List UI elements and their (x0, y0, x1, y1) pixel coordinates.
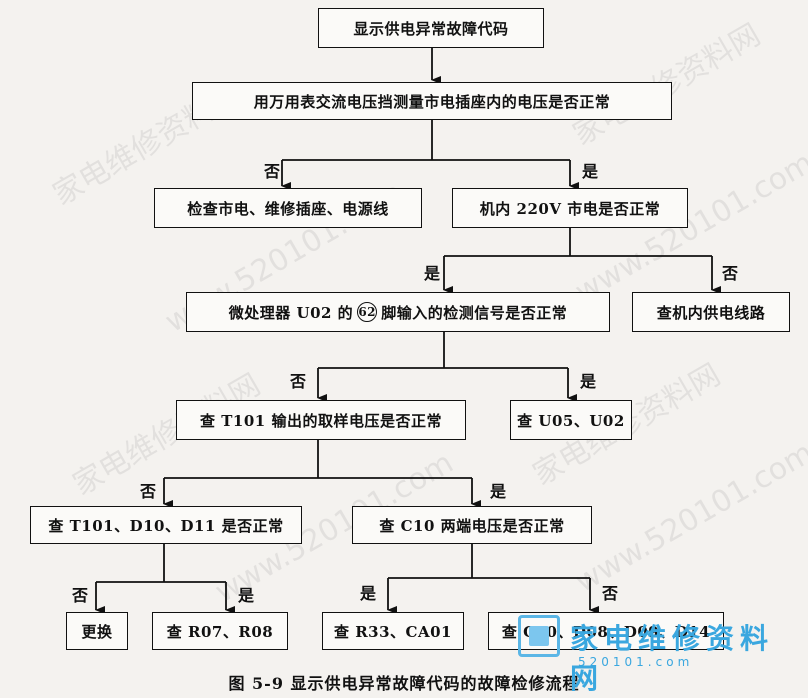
label-no: 否 (290, 372, 307, 391)
label-yes: 是 (238, 586, 255, 605)
node-check-r07-r08: 查 R07、R08 (152, 612, 288, 650)
node-check-r33-ca01: 查 R33、CA01 (322, 612, 464, 650)
figure-caption: 图 5-9 显示供电异常故障代码的故障检修流程 (228, 674, 580, 693)
node-show-fault-code: 显示供电异常故障代码 (318, 8, 544, 48)
node-mcu-text-post: 脚输入的检测信号是否正常 (381, 303, 568, 322)
pin-number-badge: 62 (357, 302, 378, 322)
logo-text: 家电维修资料网 (570, 622, 775, 695)
label-no: 否 (140, 482, 157, 501)
node-check-t101-d10-d11: 查 T101、D10、D11 是否正常 (30, 506, 302, 544)
label-no: 否 (602, 584, 619, 603)
label-no: 否 (722, 264, 739, 283)
node-replace: 更换 (66, 612, 128, 650)
site-logo: 家电维修资料网 520101.com (518, 615, 798, 695)
label-no: 否 (264, 162, 281, 181)
node-mcu-text-pre: 微处理器 U02 的 (228, 303, 354, 322)
label-yes: 是 (424, 264, 441, 283)
node-check-u05-u02: 查 U05、U02 (510, 400, 632, 440)
node-check-internal-supply: 查机内供电线路 (632, 292, 790, 332)
label-yes: 是 (582, 162, 599, 181)
node-internal-220v: 机内 220V 市电是否正常 (452, 188, 688, 228)
node-check-c10-voltage: 查 C10 两端电压是否正常 (352, 506, 592, 544)
label-yes: 是 (360, 584, 377, 603)
node-mcu-detect-signal: 微处理器 U02 的 62 脚输入的检测信号是否正常 (186, 292, 610, 332)
node-check-t101-sample: 查 T101 输出的取样电压是否正常 (176, 400, 466, 440)
node-check-mains: 检查市电、维修插座、电源线 (154, 188, 422, 228)
logo-number: 520101.com (578, 655, 694, 669)
label-no: 否 (72, 586, 89, 605)
label-yes: 是 (580, 372, 597, 391)
node-check-c10-d08-d09-d14: 查 C10、D08、D09、D14 (488, 612, 724, 650)
logo-mark-icon (518, 615, 560, 657)
label-yes: 是 (490, 482, 507, 501)
node-measure-outlet-voltage: 用万用表交流电压挡测量市电插座内的电压是否正常 (192, 82, 672, 120)
